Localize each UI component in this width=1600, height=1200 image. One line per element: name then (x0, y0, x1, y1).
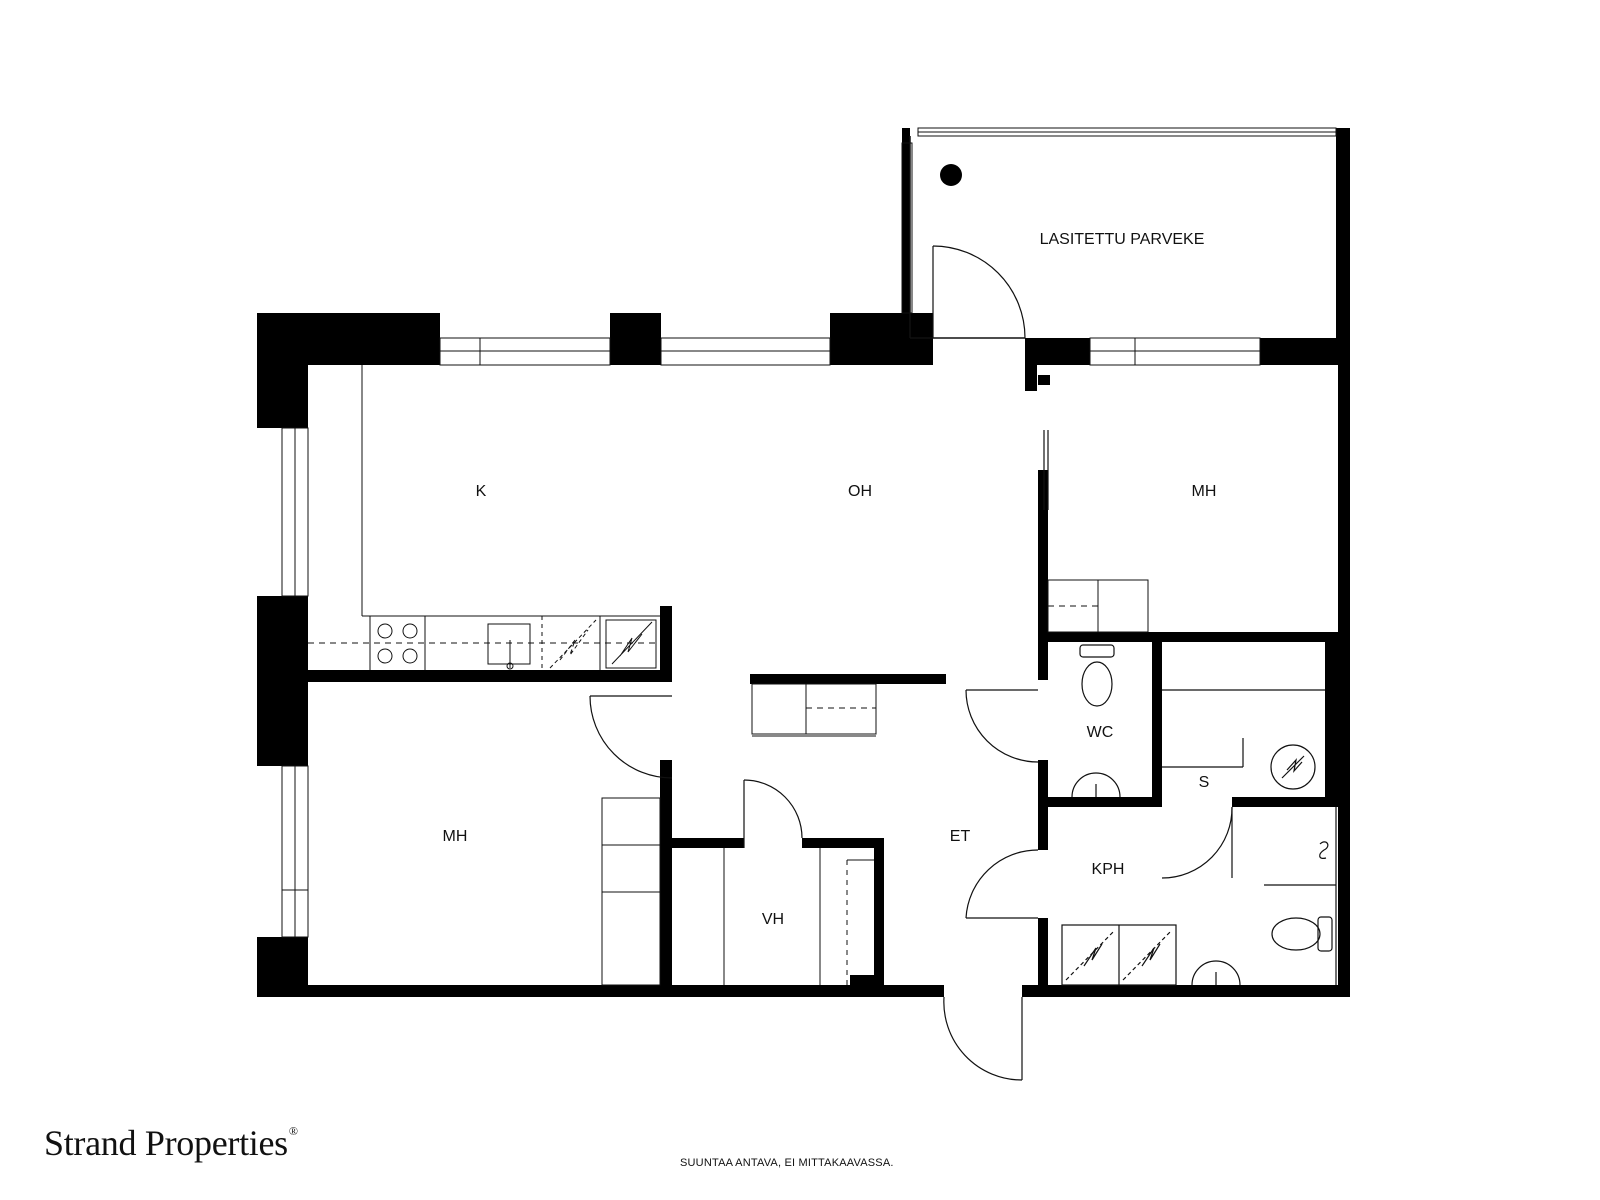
wall-closet-top-a (672, 838, 744, 848)
wall-right (1338, 338, 1350, 997)
wall-s-bottom (1232, 797, 1338, 807)
wall-left-1 (257, 313, 308, 428)
balcony-outline (909, 136, 1025, 339)
wall-top-4 (1025, 338, 1090, 365)
label-wc: WC (1087, 724, 1114, 741)
kitchen-wall (308, 670, 672, 682)
balcony-drain (940, 164, 962, 186)
wall-bottom-left (257, 985, 944, 997)
wall-wc-bottom (1038, 797, 1162, 807)
shower-head-icon (1319, 841, 1329, 859)
label-kitchen: K (476, 483, 487, 500)
wc-toilet-tank (1079, 644, 1115, 658)
stove-burner (402, 623, 418, 639)
wall-entrance-stub (1022, 985, 1034, 997)
room-labels: LASITETTU PARVEKE K OH MH WC S MH ET KPH… (443, 231, 1217, 928)
wall-wc-left (1038, 470, 1048, 680)
label-living: OH (848, 483, 872, 500)
wall-closet-bottom-r (850, 975, 884, 987)
label-bedroom-left: MH (443, 828, 468, 845)
label-bathroom: KPH (1092, 861, 1125, 878)
kph-toilet-bowl (1271, 917, 1321, 951)
wall-bottom-right (1022, 985, 1350, 997)
wall-door-stub (1025, 365, 1037, 391)
wc-toilet-bowl (1081, 661, 1113, 707)
wall-center-v (1038, 375, 1050, 385)
fridge (605, 619, 657, 669)
windows (281, 127, 1337, 938)
wall-bedroom-r-bottom (1038, 632, 1338, 642)
wall-top-5 (1260, 338, 1350, 365)
label-closet: VH (762, 911, 784, 928)
label-storage: S (1199, 774, 1210, 791)
kph-toilet-tank (1317, 916, 1333, 952)
stove-burner (377, 648, 393, 664)
dishwasher-icon (549, 619, 597, 669)
brand-name: Strand Properties (44, 1123, 288, 1163)
balcony-glazing-left (901, 142, 913, 314)
stove-burner (377, 623, 393, 639)
doors (589, 245, 1233, 1081)
kitchen-sink (487, 623, 531, 665)
label-balcony: LASITETTU PARVEKE (1040, 231, 1205, 248)
label-entrance: ET (950, 828, 971, 845)
wall-wc-right (1152, 632, 1162, 807)
kitchen-fixtures (308, 365, 877, 737)
registered-mark: ® (288, 1124, 298, 1138)
bathroom-fixtures (1061, 644, 1337, 986)
wall-closet-right (874, 838, 884, 985)
water-heater (1270, 744, 1316, 790)
wall-s-right (1325, 632, 1338, 807)
label-bedroom-right: MH (1192, 483, 1217, 500)
wardrobes (601, 579, 1149, 986)
kph-sink (1191, 960, 1241, 986)
brand-logo: Strand Properties® (44, 1122, 298, 1164)
fridge-bolt-icon (611, 621, 653, 665)
wall-kph-left (1038, 918, 1048, 995)
wall-top-2 (610, 313, 661, 365)
walls (257, 128, 1350, 997)
scale-disclaimer: SUUNTAA ANTAVA, EI MITTAKAAVASSA. (680, 1157, 894, 1169)
wall-closet-top-b (802, 838, 884, 848)
wall-left-2 (257, 596, 308, 766)
balcony-wall-leftpost (902, 128, 910, 313)
balcony-wall-right (1336, 128, 1350, 338)
wall-top-3 (830, 313, 933, 365)
island-top (750, 674, 946, 684)
kitchen-wall-end (660, 606, 672, 682)
wc-sink (1071, 772, 1121, 798)
wall-bedroom-left-right (660, 760, 672, 997)
stove-burner (402, 648, 418, 664)
kitchen-island (751, 683, 877, 735)
